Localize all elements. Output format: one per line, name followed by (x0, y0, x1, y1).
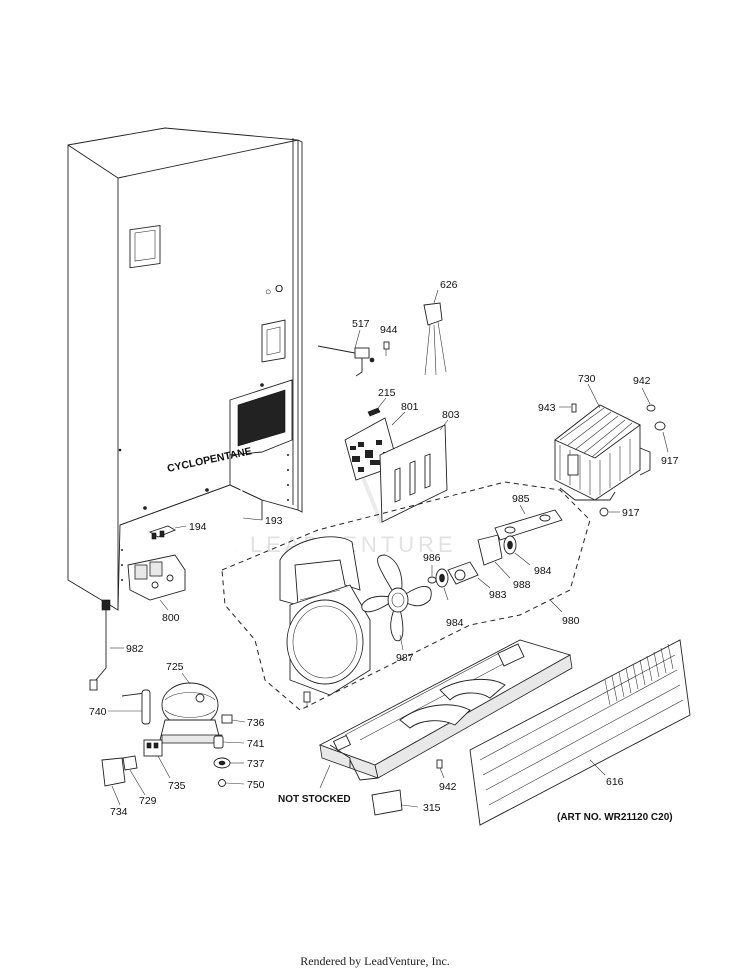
label-730: 730 (578, 373, 596, 385)
label-943: 943 (538, 402, 556, 414)
part-729 (122, 755, 146, 796)
part-626 (423, 289, 447, 376)
clip-942 (641, 387, 656, 412)
svg-text:O: O (275, 283, 283, 295)
board-cover-803 (379, 419, 449, 523)
svg-text:○: ○ (265, 286, 271, 298)
label-750: 750 (247, 779, 265, 791)
label-734: 734 (110, 806, 128, 818)
label-193: 193 (265, 515, 283, 527)
label-986: 986 (423, 552, 441, 564)
fan-motor-983 (447, 561, 491, 589)
part-labels: 626 517 944 215 801 803 730 942 943 917 … (89, 279, 679, 823)
label-626: 626 (440, 279, 458, 291)
screw-pan (303, 691, 311, 708)
compressor-725 (159, 672, 223, 744)
label-942-lower: 942 (439, 781, 457, 793)
label-917-lower: 917 (622, 507, 640, 519)
fan-shroud (279, 536, 371, 696)
label-800: 800 (162, 612, 180, 624)
label-737: 737 (247, 758, 265, 770)
relay-bracket-800 (127, 554, 186, 611)
label-983: 983 (489, 589, 507, 601)
footer-credit: Rendered by LeadVenture, Inc. (300, 954, 450, 968)
fan-assembly-980-boundary (221, 481, 591, 711)
overload-735 (143, 739, 171, 779)
label-194: 194 (189, 521, 207, 533)
label-980: 980 (562, 615, 580, 627)
base-pan (318, 639, 573, 789)
part-736 (221, 714, 246, 724)
part-750 (218, 779, 245, 787)
screw-943 (559, 403, 577, 413)
drain-tube (230, 479, 263, 551)
part-737 (213, 757, 244, 769)
label-215: 215 (378, 387, 396, 399)
part-315 (371, 789, 419, 816)
label-984-left: 984 (446, 617, 464, 629)
evaporator-730 (554, 383, 651, 501)
label-725: 725 (166, 661, 184, 673)
part-734 (101, 757, 126, 806)
label-988: 988 (513, 579, 531, 591)
label-984-right: 984 (534, 565, 552, 577)
label-315: 315 (423, 802, 441, 814)
label-944: 944 (380, 324, 398, 336)
label-616: 616 (606, 776, 624, 788)
part-215 (367, 397, 387, 417)
label-803: 803 (442, 409, 460, 421)
label-741: 741 (247, 738, 265, 750)
label-740: 740 (89, 706, 107, 718)
label-985: 985 (512, 493, 530, 505)
label-942-upper: 942 (633, 375, 651, 387)
screw-944 (383, 341, 390, 356)
part-741 (213, 735, 245, 749)
rear-grille-616 (469, 639, 691, 826)
part-986 (427, 565, 437, 584)
label-982: 982 (126, 643, 144, 655)
grommet-984-right (503, 535, 531, 566)
part-917-upper (654, 421, 669, 453)
label-801: 801 (401, 401, 419, 413)
label-987: 987 (396, 652, 414, 664)
label-736: 736 (247, 717, 265, 729)
label-729: 729 (139, 795, 157, 807)
label-735: 735 (168, 780, 186, 792)
tube-982 (89, 599, 124, 691)
part-917-lower (599, 507, 620, 517)
fan-blade-987 (361, 554, 432, 651)
bracket-985 (494, 504, 563, 541)
part-988 (477, 534, 511, 579)
thermistor-517 (317, 329, 375, 377)
screw-942-lower (436, 759, 445, 779)
grommet-984-left (435, 568, 449, 601)
pipe-740 (108, 689, 151, 725)
label-917-upper: 917 (661, 455, 679, 467)
bracket-194 (148, 525, 187, 540)
not-stocked-label: NOT STOCKED (278, 794, 351, 805)
art-number: (ART NO. WR21120 C20) (557, 812, 673, 823)
label-517: 517 (352, 318, 370, 330)
